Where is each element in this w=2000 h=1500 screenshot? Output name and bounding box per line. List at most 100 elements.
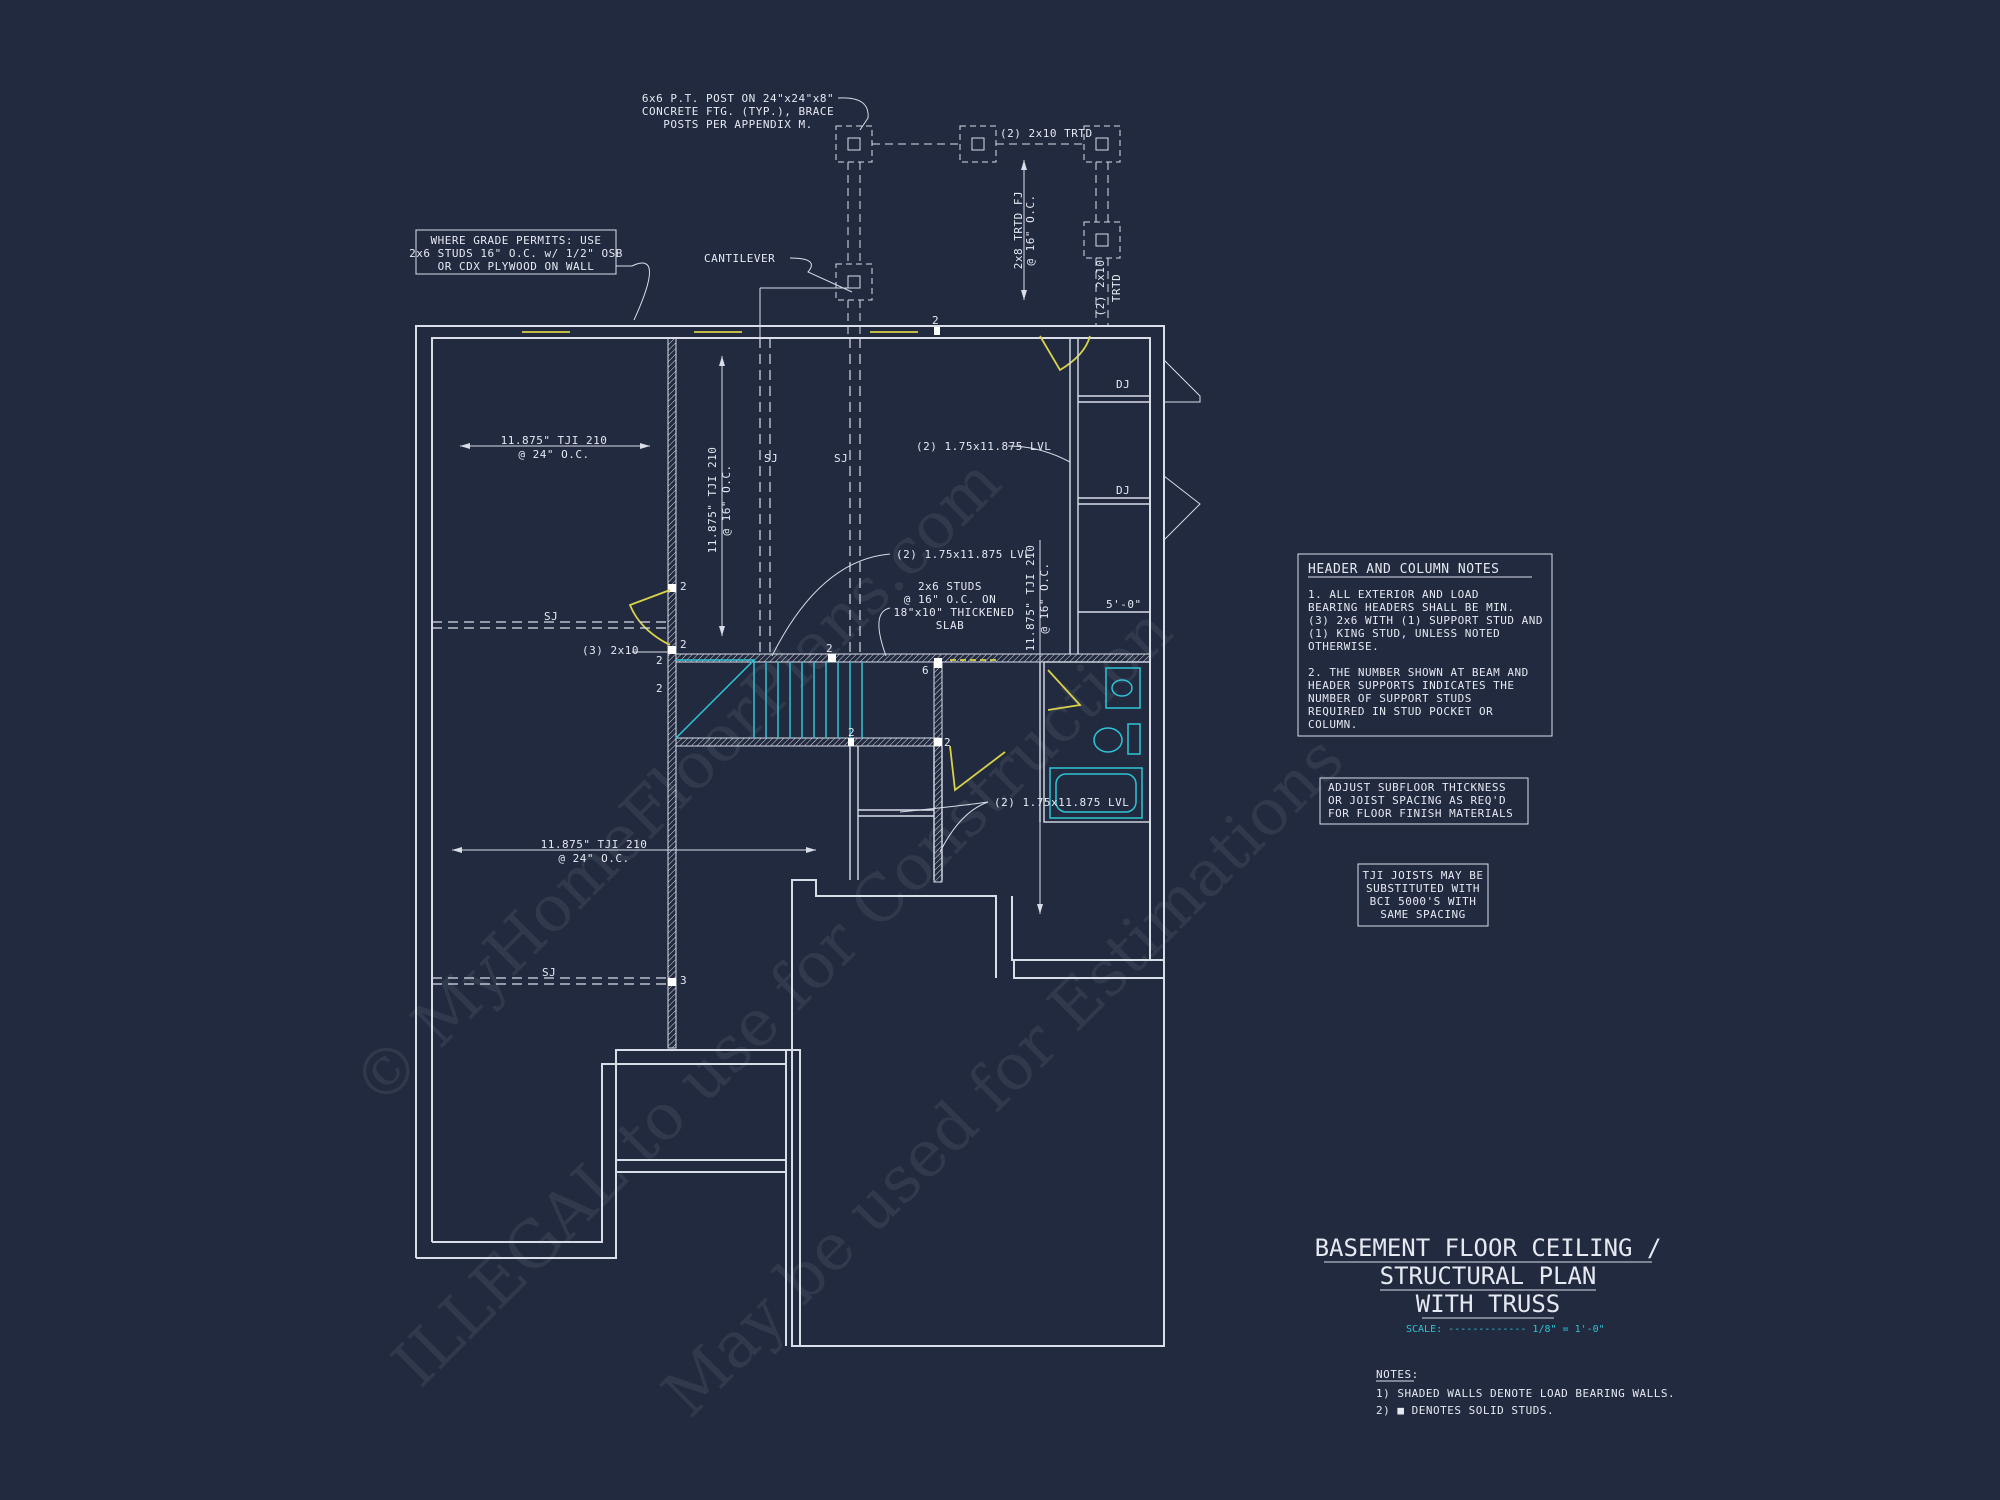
plan-labels: 6x6 P.T. POST ON 24"x24"x8" CONCRETE FTG… — [409, 92, 1141, 987]
note-2-line: COLUMN. — [1308, 718, 1358, 731]
tji-note-l1: TJI JOISTS MAY BE — [1362, 869, 1483, 882]
note-2-line: HEADER SUPPORTS INDICATES THE — [1308, 679, 1515, 692]
stud-count: 2 — [680, 580, 687, 593]
note-item-1: 1) SHADED WALLS DENOTE LOAD BEARING WALL… — [1376, 1387, 1675, 1400]
dj-label-1: DJ — [1116, 378, 1130, 391]
header-column-notes: HEADER AND COLUMN NOTES 1. ALL EXTERIOR … — [1297, 553, 1553, 737]
door-swing-2 — [1039, 335, 1091, 372]
studs-l1: 2x6 STUDS — [918, 580, 982, 593]
sj-label-3: SJ — [544, 610, 558, 623]
tji-note-l3: BCI 5000'S WITH — [1370, 895, 1477, 908]
trtd-side-l2: TRTD — [1110, 274, 1123, 303]
tji-left-top-l1: 11.875" TJI 210 — [501, 434, 608, 447]
stud-count: 2 — [932, 314, 939, 327]
note-1-line: (1) KING STUD, UNLESS NOTED — [1308, 627, 1500, 640]
tji-mid-l1: 11.875" TJI 210 — [706, 447, 719, 554]
post-note-l3: POSTS PER APPENDIX M. — [663, 118, 813, 131]
tji-right-l2: @ 16" O.C. — [1038, 562, 1051, 633]
subfloor-note: ADJUST SUBFLOOR THICKNESS OR JOIST SPACI… — [1319, 777, 1529, 825]
title-line-2: STRUCTURAL PLAN — [1380, 1262, 1597, 1290]
tji-left-bot-l2: @ 24" O.C. — [558, 852, 629, 865]
solid-stud — [848, 738, 854, 746]
stud-count: 2 — [656, 682, 663, 695]
tji-note-l4: SAME SPACING — [1380, 908, 1465, 921]
header-3x10-label: (3) 2x10 — [582, 644, 639, 657]
bearing-wall-vertical — [667, 337, 677, 1049]
door-swing-4 — [949, 745, 1006, 792]
tji-mid-l2: @ 16" O.C. — [720, 464, 733, 535]
tji-left-top-l2: @ 24" O.C. — [518, 448, 589, 461]
leader-lines — [616, 97, 1071, 853]
inner-garage-wall — [791, 879, 997, 1347]
lvl-label-1: (2) 1.75x11.875 LVL — [916, 440, 1051, 453]
stud-count: 3 — [680, 974, 687, 987]
solid-stud — [934, 658, 942, 668]
notes-box — [1297, 553, 1553, 737]
trtd-top-label: (2) 2x10 TRTD — [1000, 127, 1093, 140]
cantilever-label: CANTILEVER — [704, 252, 775, 265]
post-3 — [1083, 125, 1121, 163]
tji-note: TJI JOISTS MAY BE SUBSTITUTED WITH BCI 5… — [1357, 863, 1489, 927]
trtd-side-l1: (2) 2x10 — [1094, 260, 1107, 317]
title-line-1: BASEMENT FLOOR CEILING / — [1315, 1234, 1662, 1262]
subfloor-l2: OR JOIST SPACING AS REQ'D — [1328, 794, 1506, 807]
note-2-line: 2. THE NUMBER SHOWN AT BEAM AND — [1308, 666, 1529, 679]
studs-l4: SLAB — [936, 619, 965, 632]
studs-l2: @ 16" O.C. ON — [904, 593, 997, 606]
note-1-line: OTHERWISE. — [1308, 640, 1379, 653]
solid-stud — [934, 738, 942, 746]
solid-stud — [668, 646, 676, 654]
watermark-line-1: © MyHomeFloorPlans.com — [339, 445, 1015, 1121]
door-swing-3 — [1047, 669, 1082, 711]
sj-label-1: SJ — [764, 452, 778, 465]
post-note-l1: 6x6 P.T. POST ON 24"x24"x8" — [642, 92, 834, 105]
note-2-line: NUMBER OF SUPPORT STUDS — [1308, 692, 1472, 705]
post-1 — [835, 125, 873, 163]
bathtub — [1049, 767, 1143, 819]
exterior-wall-bottom — [416, 978, 1165, 1347]
trtd-fj-l2: @ 16" O.C. — [1024, 194, 1037, 265]
note-1-line: 1. ALL EXTERIOR AND LOAD — [1308, 588, 1479, 601]
inner-wall-right-bottom — [1011, 896, 1150, 961]
sj-label-2: SJ — [834, 452, 848, 465]
stud-count: 2 — [848, 726, 855, 739]
subfloor-l1: ADJUST SUBFLOOR THICKNESS — [1328, 781, 1506, 794]
note-item-2: 2) ■ DENOTES SOLID STUDS. — [1376, 1404, 1554, 1417]
stud-count: 2 — [656, 654, 663, 667]
bath-room — [1043, 661, 1151, 823]
sink — [1105, 667, 1141, 709]
grade-note-l2: 2x6 STUDS 16" O.C. w/ 1/2" OSB — [409, 247, 623, 260]
exterior-wall-top-left — [415, 325, 1165, 1258]
dim-5ft-label: 5'-0" — [1106, 598, 1142, 611]
beam-lines — [432, 287, 861, 985]
grade-note-l3: OR CDX PLYWOOD ON WALL — [438, 260, 595, 273]
stud-count: 2 — [826, 642, 833, 655]
sj-label-4: SJ — [542, 966, 556, 979]
notes-heading: NOTES: — [1376, 1368, 1419, 1381]
title-line-3: WITH TRUSS — [1416, 1290, 1561, 1318]
bearing-wall-stair — [675, 737, 941, 747]
bay-top — [1163, 359, 1201, 403]
stud-count: 2 — [680, 638, 687, 651]
subfloor-l3: FOR FLOOR FINISH MATERIALS — [1328, 807, 1513, 820]
studs-l3: 18"x10" THICKENED — [893, 606, 1014, 619]
post-5 — [835, 263, 873, 301]
lvl-label-3: (2) 1.75x11.875 LVL — [994, 796, 1129, 809]
grade-note-box — [415, 229, 617, 275]
post-2 — [959, 125, 997, 163]
drawing-title: BASEMENT FLOOR CEILING / STRUCTURAL PLAN… — [1315, 1234, 1662, 1335]
note-1-line: BEARING HEADERS SHALL BE MIN. — [1308, 601, 1515, 614]
stair-and-fixtures — [675, 659, 1143, 819]
trtd-fj-l1: 2x8 TRTD FJ — [1012, 191, 1025, 269]
inner-wall-bottom-left — [432, 1063, 786, 1243]
notes-heading: HEADER AND COLUMN NOTES — [1308, 562, 1500, 577]
solid-stud — [828, 654, 836, 662]
dj-label-2: DJ — [1116, 484, 1130, 497]
general-notes: NOTES: 1) SHADED WALLS DENOTE LOAD BEARI… — [1376, 1368, 1675, 1417]
note-2-line: REQUIRED IN STUD POCKET OR — [1308, 705, 1493, 718]
exterior-wall-inner — [431, 337, 1151, 1242]
toilet — [1093, 727, 1123, 753]
tji-note-l2: SUBSTITUTED WITH — [1366, 882, 1480, 895]
